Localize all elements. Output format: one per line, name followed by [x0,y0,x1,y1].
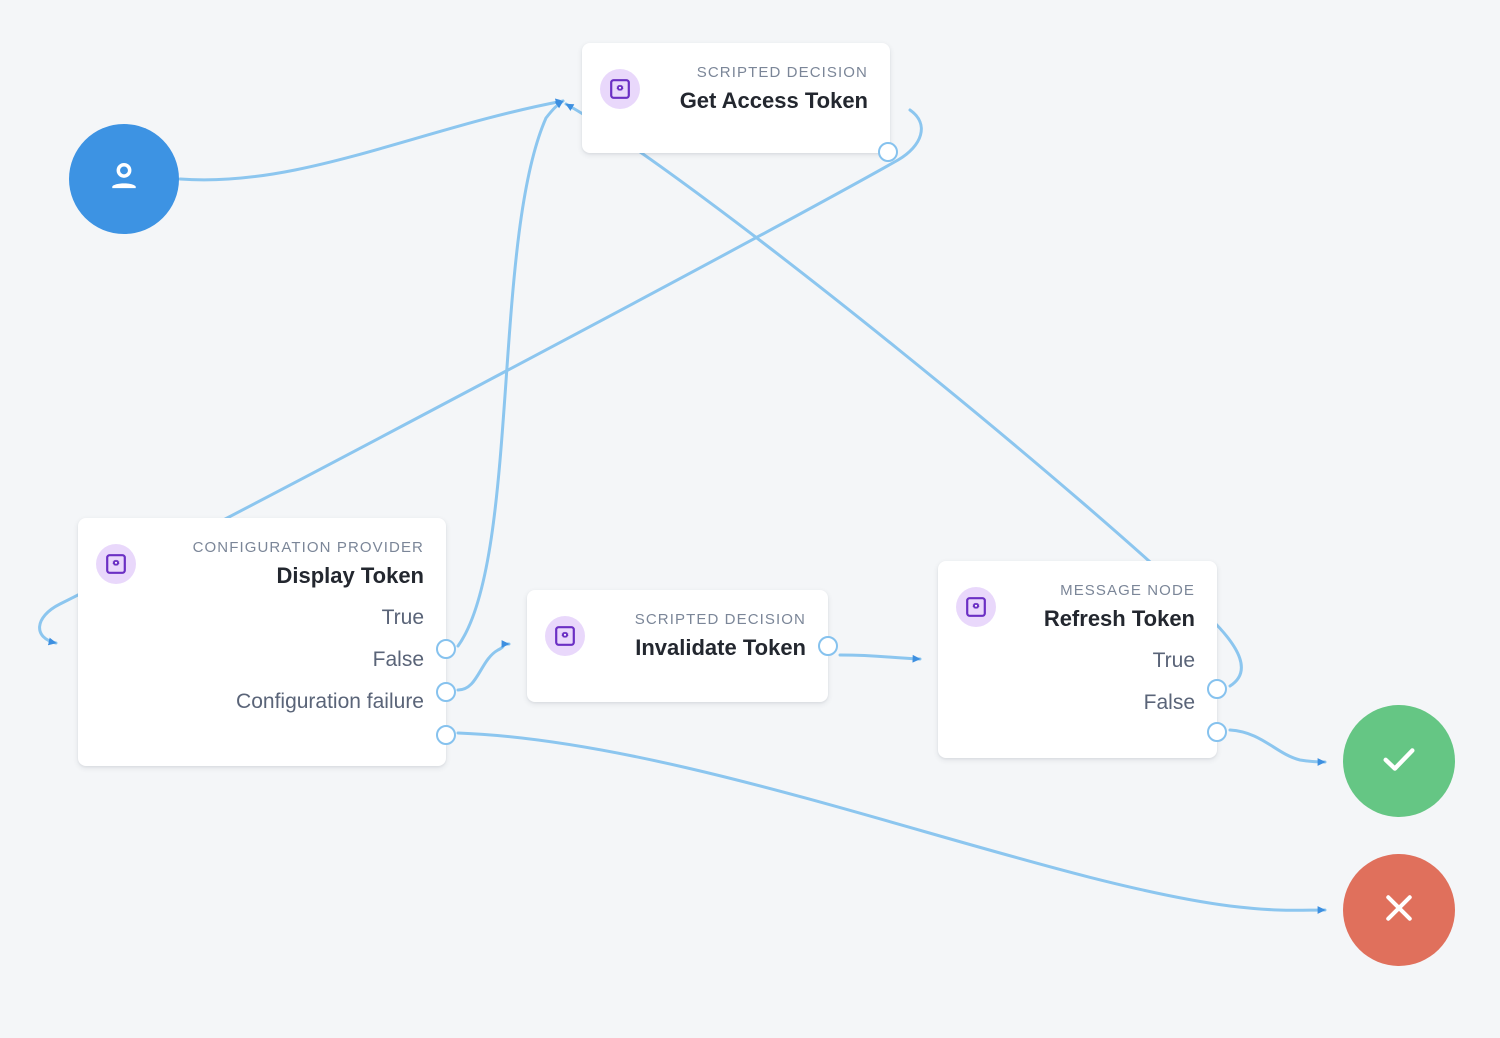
node-display-token[interactable]: CONFIGURATION PROVIDER Display Token Tru… [78,518,456,766]
output-port-false[interactable] [436,682,456,702]
edge-display-true-to-get-access-token [456,99,565,648]
outcome-configuration-failure[interactable]: Configuration failure [236,690,424,713]
outcome-false[interactable]: False [1143,691,1195,714]
outcome-list: True False [938,634,1217,742]
node-type-label: SCRIPTED DECISION [696,64,868,81]
configuration-provider-icon [96,544,136,584]
node-type-label: MESSAGE NODE [1060,582,1195,599]
outcome-true[interactable]: True [1152,649,1195,672]
output-port-configuration-failure[interactable] [436,725,456,745]
user-icon [102,155,146,204]
start-node[interactable] [69,124,179,234]
outcome-list: True False Configuration failure [78,591,446,741]
node-refresh-token[interactable]: MESSAGE NODE Refresh Token True False [938,561,1227,758]
node-type-label: CONFIGURATION PROVIDER [192,539,424,556]
output-port[interactable] [878,142,898,162]
node-title-block: MESSAGE NODE Refresh Token [996,581,1195,634]
check-icon [1374,734,1424,789]
node-header: CONFIGURATION PROVIDER Display Token [78,518,446,591]
output-port[interactable] [818,636,838,656]
edge-invalidate-to-refresh [838,653,922,663]
node-header: SCRIPTED DECISION Get Access Token [582,43,890,116]
node-title-block: SCRIPTED DECISION Get Access Token [640,63,868,116]
edge-config-failure-to-failure [456,731,1327,914]
node-name-label: Invalidate Token [635,635,806,660]
edge-refresh-false-to-success [1228,728,1327,766]
output-port-true[interactable] [436,639,456,659]
node-name-label: Refresh Token [1043,606,1195,631]
failure-node[interactable] [1343,854,1455,966]
node-type-label: SCRIPTED DECISION [634,611,806,628]
scripted-decision-icon [545,616,585,656]
output-port-true[interactable] [1207,679,1227,699]
scripted-decision-icon [600,69,640,109]
node-header: SCRIPTED DECISION Invalidate Token [527,590,828,663]
output-port-false[interactable] [1207,722,1227,742]
node-name-label: Get Access Token [679,88,868,113]
success-node[interactable] [1343,705,1455,817]
message-node-icon [956,587,996,627]
node-header: MESSAGE NODE Refresh Token [938,561,1217,634]
node-title-block: CONFIGURATION PROVIDER Display Token [136,538,424,591]
node-get-access-token[interactable]: SCRIPTED DECISION Get Access Token [582,43,898,162]
edge-display-false-to-invalidate [456,640,511,692]
edge-start-to-get-access-token [178,98,565,182]
node-name-label: Display Token [276,563,424,588]
node-title-block: SCRIPTED DECISION Invalidate Token [585,610,806,663]
close-icon [1376,885,1422,936]
outcome-false[interactable]: False [372,648,424,671]
outcome-true[interactable]: True [381,606,424,629]
node-invalidate-token[interactable]: SCRIPTED DECISION Invalidate Token [527,590,838,702]
